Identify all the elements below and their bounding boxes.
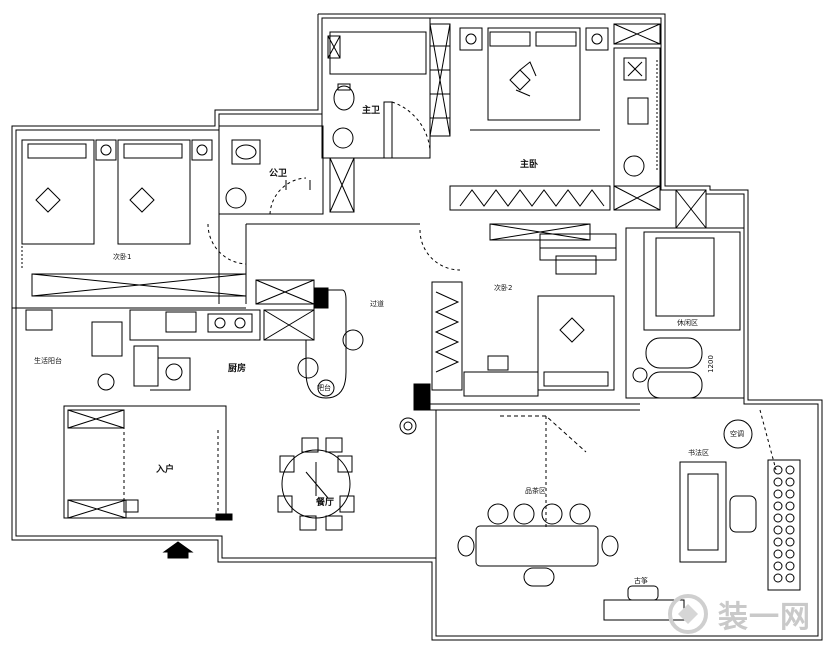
outer-wall [11, 13, 823, 641]
label-study-area: 书法区 [688, 449, 709, 457]
bed-1 [21, 139, 95, 245]
entrance-arrow [162, 541, 194, 553]
dresser [613, 47, 661, 187]
label-tea-area: 品茶区 [525, 487, 546, 495]
nightstand-left [459, 27, 483, 51]
label-master-bath: 主卫 [362, 106, 381, 116]
label-leisure-area: 休闲区 [677, 319, 698, 327]
basin-master [332, 127, 354, 149]
master-bed [487, 27, 581, 121]
label-kitchen: 厨房 [228, 364, 247, 374]
label-second-bedroom-1: 次卧1 [113, 253, 132, 261]
stove [207, 313, 253, 333]
fridge [133, 345, 159, 387]
label-dimension: 1200 [706, 355, 715, 373]
bookshelf [767, 459, 801, 591]
label-living-balcony: 生活阳台 [34, 357, 62, 365]
shelf-circles [773, 465, 795, 583]
nightstand-right [585, 27, 609, 51]
wardrobe-bed2 [431, 281, 463, 391]
piano [539, 233, 617, 261]
label-corridor: 过道 [370, 300, 384, 308]
wardrobe-strip-right [613, 23, 661, 45]
label-public-bath: 公卫 [269, 169, 288, 179]
closet-small [327, 35, 341, 59]
bar-counter [305, 289, 347, 399]
basin-public [225, 187, 247, 209]
lamp [399, 417, 417, 435]
study-desk [679, 461, 727, 563]
label-second-bedroom-2: 次卧2 [494, 284, 513, 292]
label-bar: 吧台 [317, 384, 331, 392]
bed-2 [117, 139, 191, 245]
squat-toilet [231, 139, 261, 165]
label-guqin: 古筝 [634, 577, 648, 585]
tea-table [475, 525, 599, 567]
wardrobe-strip-1 [429, 23, 451, 137]
toilet-master [333, 85, 355, 111]
label-dining-room: 餐厅 [316, 498, 335, 508]
label-air-conditioner: 空调 [730, 430, 744, 438]
air-conditioner [723, 419, 753, 449]
door-master-bath [383, 101, 393, 159]
tatami [643, 231, 741, 331]
master-bath-shower [329, 31, 427, 75]
watermark-text: 装一网 [718, 600, 811, 635]
wardrobe-master [449, 185, 611, 211]
label-master-bedroom: 主卧 [520, 160, 539, 170]
entrance-shoe-cabinet [63, 405, 227, 519]
kitchen-wall [129, 309, 261, 341]
desk [463, 371, 539, 397]
laundry [91, 321, 123, 357]
label-entrance: 入户 [156, 465, 175, 475]
column [313, 287, 329, 309]
column-2 [413, 383, 431, 411]
public-bath-wall [218, 125, 324, 215]
bed-3 [537, 295, 615, 391]
watermark-logo-icon [668, 594, 708, 634]
